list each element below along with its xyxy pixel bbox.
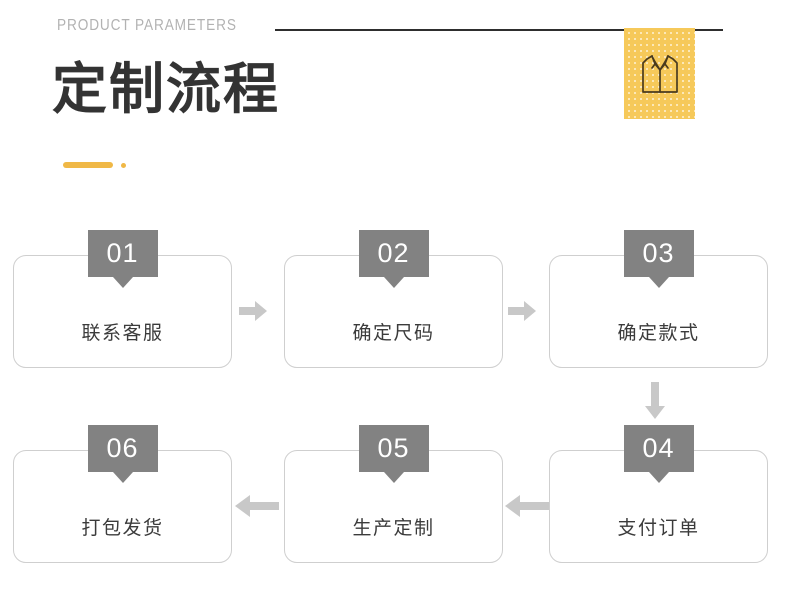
arrow-right-icon <box>239 300 267 322</box>
step-label: 打包发货 <box>81 517 164 539</box>
step-number-badge-06: 06 <box>87 425 158 472</box>
flow-step-card-02[interactable]: 02 确定尺码 <box>284 230 503 368</box>
step-label: 生产定制 <box>352 517 435 539</box>
flow-step-card-06[interactable]: 06 打包发货 <box>13 425 232 563</box>
section-eyebrow-label: PRODUCT PARAMETERS <box>57 17 237 34</box>
flow-step-card-04[interactable]: 04 支付订单 <box>549 425 768 563</box>
arrow-left-icon <box>505 494 549 518</box>
flow-step-card-01[interactable]: 01 联系客服 <box>13 230 232 368</box>
arrow-right-icon <box>508 300 536 322</box>
step-label: 确定尺码 <box>352 322 435 344</box>
page-title: 定制流程 <box>52 57 281 121</box>
header-divider-rule <box>275 29 723 31</box>
step-label: 确定款式 <box>617 322 700 344</box>
step-number-text: 06 <box>106 433 139 463</box>
step-number-badge-04: 04 <box>623 425 694 472</box>
title-accent-dot <box>121 163 126 168</box>
step-label: 联系客服 <box>81 322 164 344</box>
arrow-left-icon <box>235 494 279 518</box>
title-accent-bar <box>63 162 113 168</box>
step-number-text: 04 <box>642 433 675 463</box>
step-number-text: 03 <box>642 238 675 268</box>
flow-step-card-05[interactable]: 05 生产定制 <box>284 425 503 563</box>
step-number-text: 01 <box>106 238 139 268</box>
flow-step-card-03[interactable]: 03 确定款式 <box>549 230 768 368</box>
step-number-badge-03: 03 <box>623 230 694 277</box>
step-number-badge-05: 05 <box>358 425 429 472</box>
step-number-badge-01: 01 <box>87 230 158 277</box>
arrow-down-icon <box>644 382 666 420</box>
step-label: 支付订单 <box>617 517 700 539</box>
step-number-text: 02 <box>377 238 410 268</box>
step-number-badge-02: 02 <box>358 230 429 277</box>
step-number-text: 05 <box>377 433 410 463</box>
garment-icon-badge <box>624 28 695 119</box>
